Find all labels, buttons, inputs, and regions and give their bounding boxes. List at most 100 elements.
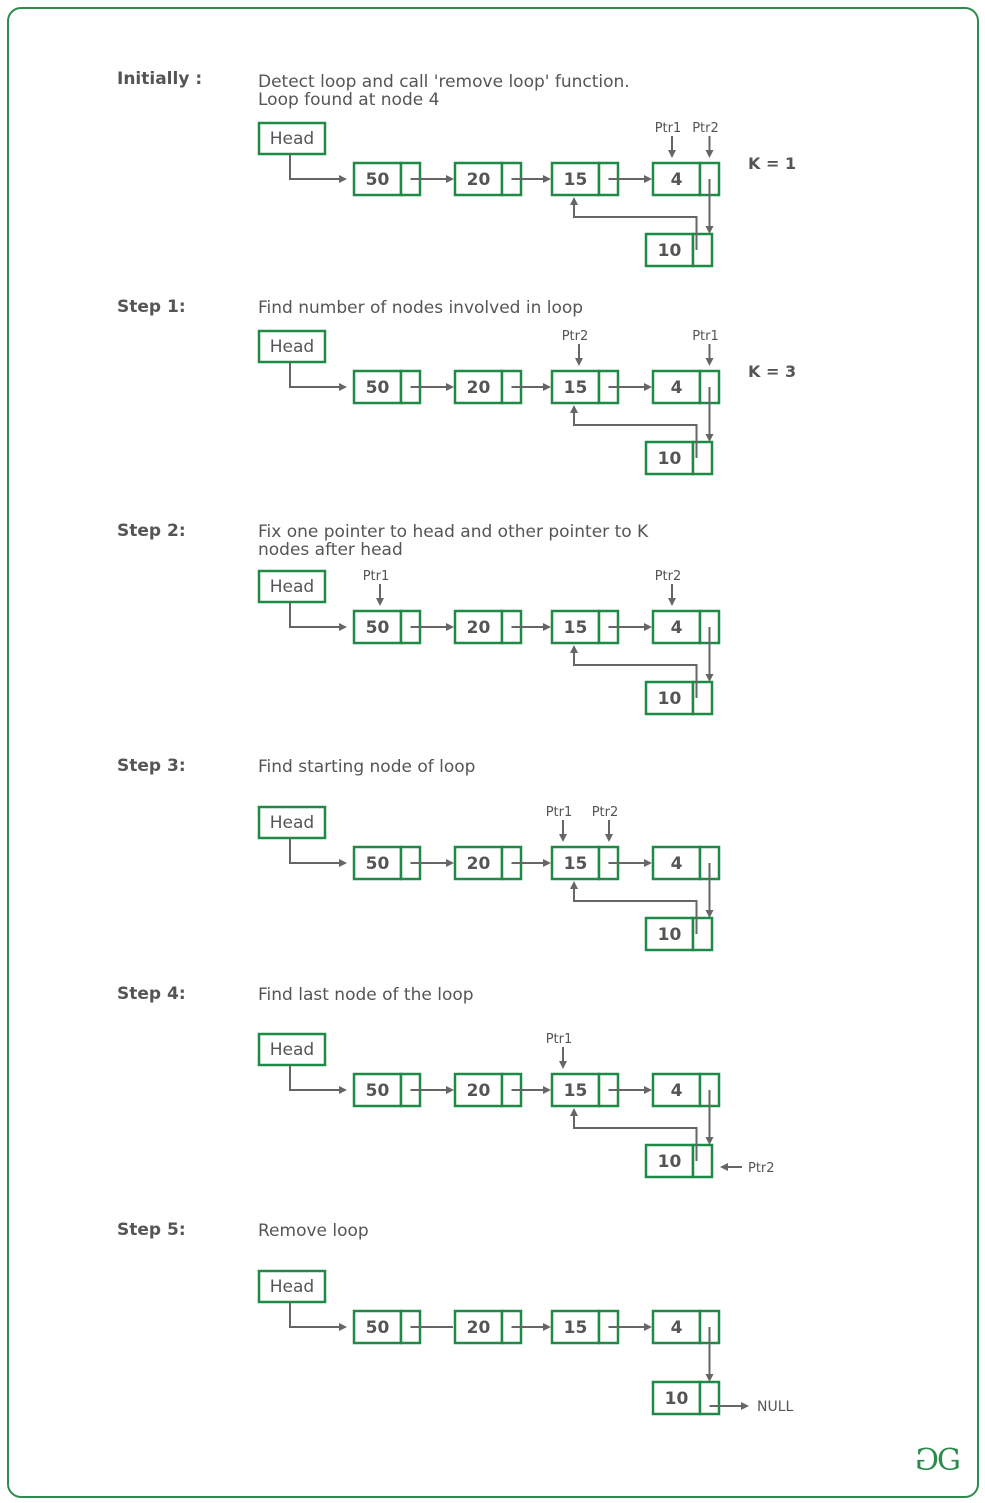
arrowhead-icon bbox=[705, 910, 714, 918]
node-value: 10 bbox=[665, 1389, 689, 1409]
arrowhead-icon bbox=[339, 1086, 347, 1094]
list-node bbox=[651, 609, 721, 645]
arrowhead-icon bbox=[446, 175, 454, 183]
node-value: 20 bbox=[467, 170, 491, 190]
step-description: Remove loop bbox=[258, 1221, 369, 1241]
node-value-box bbox=[453, 161, 504, 197]
node-value-box bbox=[644, 916, 695, 952]
arrowhead-icon bbox=[705, 434, 714, 442]
head-label: Head bbox=[270, 1040, 314, 1060]
pointer-label: Ptr2 bbox=[562, 329, 589, 344]
step-description: Fix one pointer to head and other pointe… bbox=[258, 522, 649, 560]
node-value: 50 bbox=[366, 618, 390, 638]
node-value: 10 bbox=[658, 449, 682, 469]
step-label: Step 2: bbox=[117, 521, 186, 541]
loop-back-arrow bbox=[573, 1116, 698, 1161]
node-value-box bbox=[651, 161, 702, 197]
loop-back-arrow bbox=[573, 205, 698, 250]
list-node bbox=[651, 161, 721, 197]
head-arrow bbox=[289, 602, 340, 628]
step-label: Step 3: bbox=[117, 756, 186, 776]
node-value: 20 bbox=[467, 1318, 491, 1338]
head-arrow bbox=[289, 1302, 340, 1328]
node-value-box bbox=[352, 845, 403, 881]
node-value: 50 bbox=[366, 1318, 390, 1338]
side-pointer-label: Ptr2 bbox=[748, 1161, 775, 1176]
node-value: 15 bbox=[564, 378, 588, 398]
node-value: 50 bbox=[366, 1081, 390, 1101]
step-label: Step 1: bbox=[117, 297, 186, 317]
geeksforgeeks-logo-icon: GG bbox=[915, 1443, 961, 1478]
node-value: 10 bbox=[658, 241, 682, 261]
arrowhead-icon bbox=[570, 197, 578, 205]
node-value: 4 bbox=[671, 170, 683, 190]
node-pointer-box bbox=[691, 680, 714, 716]
head-box bbox=[257, 329, 327, 364]
arrowhead-icon bbox=[705, 1137, 714, 1145]
node-value-box bbox=[651, 609, 702, 645]
node-value: 10 bbox=[658, 925, 682, 945]
head-label: Head bbox=[270, 577, 314, 597]
node-value: 15 bbox=[564, 618, 588, 638]
step-description: Detect loop and call 'remove loop' funct… bbox=[258, 72, 630, 110]
node-value: 10 bbox=[658, 1152, 682, 1172]
list-node-tail bbox=[644, 1143, 714, 1179]
node-pointer-box bbox=[698, 1380, 721, 1416]
node-pointer-box bbox=[691, 916, 714, 952]
pointer-label: Ptr2 bbox=[692, 121, 719, 136]
arrowhead-icon bbox=[339, 1323, 347, 1331]
node-value: 50 bbox=[366, 170, 390, 190]
arrowhead-icon bbox=[644, 175, 652, 183]
arrowhead-icon bbox=[570, 881, 578, 889]
arrowhead-icon bbox=[446, 623, 454, 631]
head-label: Head bbox=[270, 813, 314, 833]
node-value-box bbox=[352, 161, 403, 197]
k-value-label: K = 1 bbox=[748, 154, 796, 173]
arrowhead-icon bbox=[570, 1108, 578, 1116]
arrowhead-icon bbox=[559, 834, 567, 842]
list-node bbox=[651, 845, 721, 881]
step-description: Find number of nodes involved in loop bbox=[258, 298, 584, 318]
node-value: 4 bbox=[671, 854, 683, 874]
node-value: 4 bbox=[671, 1318, 683, 1338]
arrowhead-icon bbox=[668, 598, 676, 606]
pointer-label: Ptr1 bbox=[692, 329, 719, 344]
arrowhead-icon bbox=[339, 383, 347, 391]
list-node bbox=[352, 845, 422, 881]
step-description: Find last node of the loop bbox=[258, 985, 474, 1005]
step-label: Initially : bbox=[117, 69, 203, 89]
node-value: 20 bbox=[467, 1081, 491, 1101]
node-value: 20 bbox=[467, 378, 491, 398]
list-node bbox=[352, 161, 422, 197]
node-value-box bbox=[644, 440, 695, 476]
head-box bbox=[257, 805, 327, 840]
arrowhead-icon bbox=[741, 1402, 749, 1410]
node-value-box bbox=[644, 680, 695, 716]
arrowhead-icon bbox=[644, 623, 652, 631]
arrowhead-icon bbox=[705, 226, 714, 234]
list-node-tail bbox=[644, 232, 714, 268]
node-value: 15 bbox=[564, 854, 588, 874]
list-node-tail bbox=[644, 680, 714, 716]
arrowhead-icon bbox=[543, 1086, 551, 1094]
node-value-box bbox=[550, 1072, 601, 1108]
step-description: Find starting node of loop bbox=[258, 757, 476, 777]
node-value: 4 bbox=[671, 1081, 683, 1101]
node-value-box bbox=[651, 1380, 702, 1416]
node-value-box bbox=[550, 161, 601, 197]
arrowhead-icon bbox=[570, 405, 578, 413]
head-label: Head bbox=[270, 337, 314, 357]
k-value-label: K = 3 bbox=[748, 362, 796, 381]
pointer-label: Ptr1 bbox=[363, 569, 390, 584]
head-arrow bbox=[289, 154, 340, 180]
arrowhead-icon bbox=[575, 358, 583, 366]
pointer-label: Ptr2 bbox=[592, 805, 619, 820]
node-value: 15 bbox=[564, 1081, 588, 1101]
node-value-box bbox=[352, 1072, 403, 1108]
svg-text:G: G bbox=[915, 1443, 939, 1478]
head-box bbox=[257, 1269, 327, 1304]
